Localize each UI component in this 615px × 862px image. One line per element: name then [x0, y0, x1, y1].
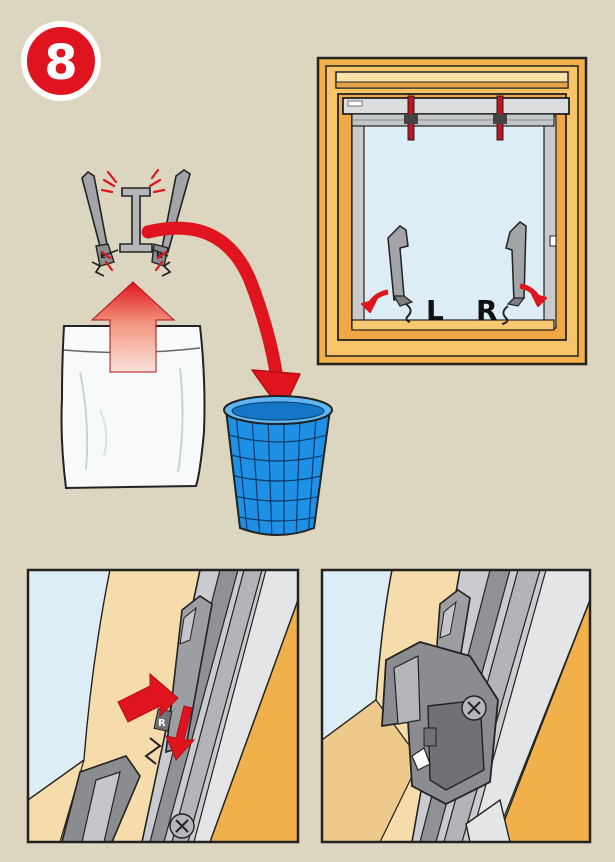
detail-panel-left: R: [28, 570, 298, 842]
step-badge: 8: [24, 24, 98, 98]
waste-basket-icon: [220, 396, 336, 540]
window-label-left: L: [426, 294, 444, 327]
detail-panel-right: [322, 570, 590, 842]
step-number: 8: [44, 35, 77, 91]
detail-clip-label: R: [158, 718, 166, 729]
roof-window-icon: L R: [318, 58, 586, 364]
window-label-right: R: [476, 294, 498, 327]
